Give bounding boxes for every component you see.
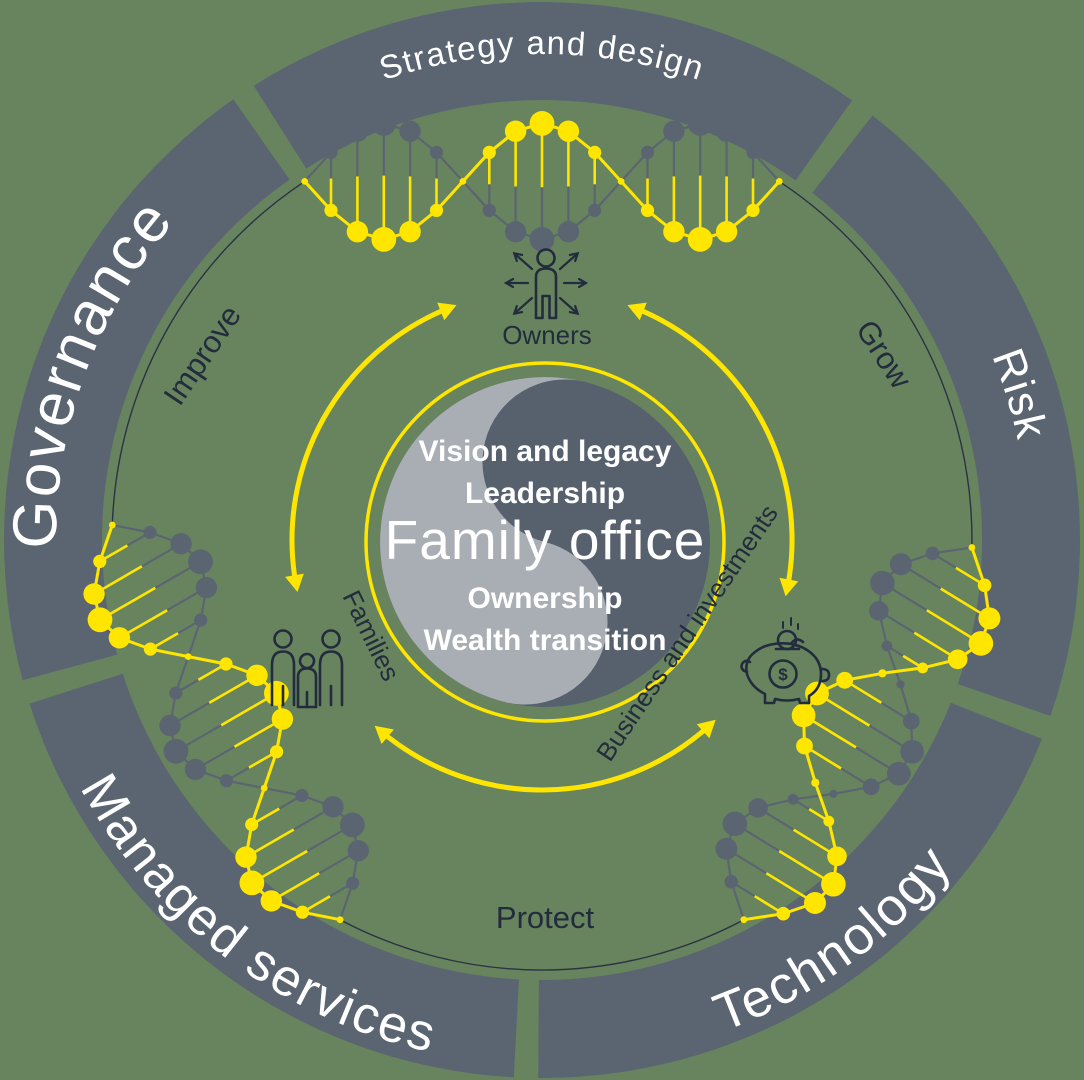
person-radiating-arrows-icon	[507, 248, 585, 320]
center-line-wealth-transition: Wealth transition	[424, 624, 667, 657]
dollar-coin-glyph: $	[778, 665, 788, 684]
center-text: Vision and legacy Leadership Family offi…	[385, 435, 706, 657]
node-label-owners: Owners	[502, 320, 592, 350]
center-yellow-ring	[364, 361, 726, 723]
outer-ring-segments	[4, 2, 1080, 1079]
piggy-bank-icon: $	[740, 617, 831, 705]
center-yin-yang: Vision and legacy Leadership Family offi…	[364, 361, 726, 723]
cycle-arrows	[285, 302, 799, 793]
phase-label-protect: Protect	[496, 900, 595, 935]
center-title-family-office: Family office	[385, 509, 706, 571]
node-owners: Owners	[502, 248, 592, 350]
center-line-ownership: Ownership	[467, 582, 622, 615]
inner-circle-line	[111, 180, 973, 971]
family-group-icon	[270, 629, 344, 709]
center-line-vision-and-legacy: Vision and legacy	[419, 435, 672, 468]
center-line-leadership: Leadership	[465, 477, 625, 510]
yin-light-half	[380, 377, 608, 705]
dna-helix-decorations	[83, 111, 1001, 924]
